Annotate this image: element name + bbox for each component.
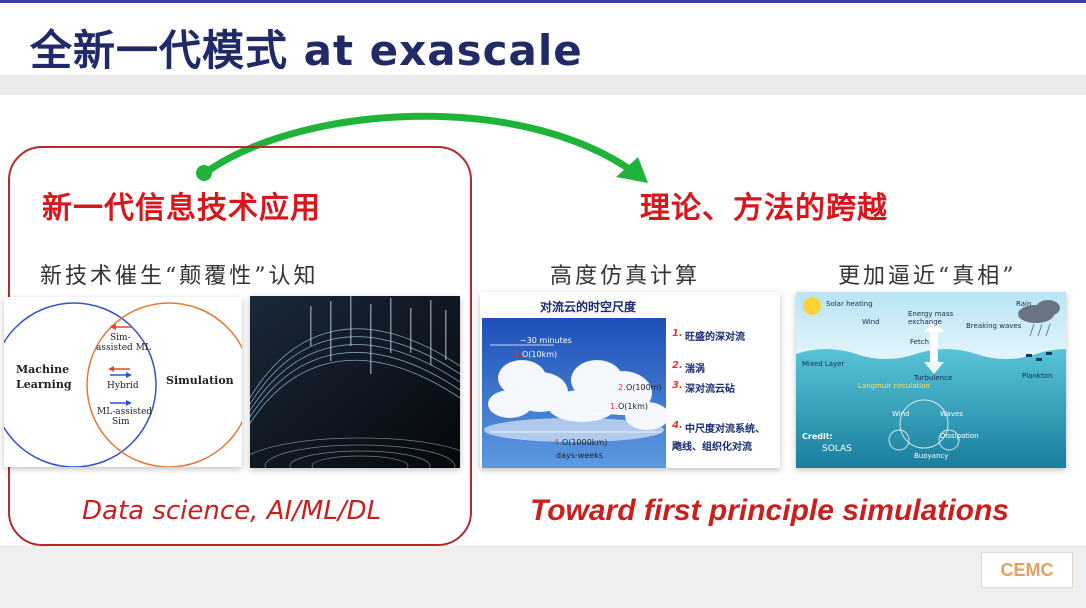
cemc-logo: CEMC: [981, 552, 1073, 588]
cloud-list-item-4a: 中尺度对流系统、: [685, 424, 765, 435]
convective-cloud-figure: 对流云的时空尺度: [480, 292, 780, 468]
ocean-wind-2: Wind: [892, 410, 910, 418]
left-subtitle: 新技术催生“颠覆性”认知: [40, 264, 319, 289]
ocean-wind: Wind: [862, 318, 880, 326]
cloud-list-item-4b: 飑线、组织化对流: [672, 442, 752, 453]
ocean-plankton: Plankton: [1022, 372, 1053, 380]
venn-sim-label: Simulation: [166, 374, 234, 387]
ocean-rain: Rain: [1016, 300, 1032, 308]
venn-ml-label-2: Learning: [16, 378, 72, 391]
ocean-energy: Energy mass exchange: [908, 310, 954, 326]
cloud-num-2: 2.: [618, 383, 626, 392]
ocean-processes-figure: Solar heating Wind Energy mass exchange …: [796, 292, 1066, 468]
venn-ml-label-1: Machine: [16, 363, 70, 376]
cloud-list-num-3: 3.: [672, 380, 683, 391]
right-subtitle-2: 更加逼近“真相”: [838, 264, 1017, 289]
venn-hybrid: Hybrid: [107, 381, 139, 391]
ocean-fetch: Fetch: [910, 338, 929, 346]
venn-sim-assisted-1: Sim-: [110, 333, 131, 343]
cloud-list-num-1: 1.: [672, 328, 683, 339]
cloud-list-item-1: 旺盛的深对流: [685, 332, 745, 343]
right-subtitle-1: 高度仿真计算: [550, 264, 701, 289]
venn-ml-assisted-1: ML-assisted: [97, 407, 153, 417]
venn-circles: [4, 302, 242, 467]
left-caption: Data science, AI/ML/DL: [82, 496, 382, 526]
ocean-langmuir: Langmuir circulation: [858, 382, 930, 390]
cloud-list-num-2: 2.: [672, 360, 683, 371]
ocean-waves: Waves: [940, 410, 963, 418]
ocean-buoyancy: Buoyancy: [914, 452, 949, 460]
cloud-o10km: O(10km): [522, 350, 558, 359]
green-arrow: [196, 112, 648, 183]
cloud-list-item-2: 湍涡: [685, 364, 705, 375]
ai-data-graphic: [250, 296, 460, 468]
cloud-o100m: O(100m): [626, 383, 662, 392]
venn-diagram: Machine Learning Simulation Sim- assiste…: [4, 297, 242, 467]
cloud-o1000km: O(1000km): [562, 438, 608, 447]
cloud-o1km: O(1km): [618, 402, 649, 411]
title-band: [0, 75, 1086, 95]
cloud-photo: [482, 318, 666, 468]
ocean-solar: Solar heating: [826, 300, 873, 308]
right-caption: Toward first principle simulations: [530, 494, 1009, 527]
ocean-solas: SOLAS: [822, 444, 852, 454]
cloud-days: days-weeks: [556, 451, 603, 460]
cloud-list-item-3: 深对流云砧: [685, 384, 735, 395]
left-heading: 新一代信息技术应用: [42, 191, 321, 226]
ocean-dissipation: Dissipation: [940, 432, 979, 440]
right-heading: 理论、方法的跨越: [640, 191, 888, 226]
cloud-list-num-4: 4.: [672, 420, 683, 431]
ai-data-image: [250, 296, 460, 468]
cloud-minutes: ~30 minutes: [520, 336, 572, 345]
ocean-turbulence: Turbulence: [914, 374, 953, 382]
cloud-num-3: 3.: [514, 350, 522, 359]
venn-ml-assisted-2: Sim: [112, 417, 130, 427]
ocean-breaking: Breaking waves: [966, 322, 1022, 330]
venn-sim-assisted-2: assisted ML: [96, 343, 151, 353]
bottom-band: [0, 545, 1086, 608]
slide-title: 全新一代模式 at exascale: [30, 26, 583, 75]
cloud-num-4: 4.: [554, 438, 562, 447]
title-bar: 全新一代模式 at exascale: [0, 0, 1086, 78]
cloud-figure-title: 对流云的时空尺度: [540, 300, 637, 314]
cloud-num-1: 1.: [610, 402, 618, 411]
ocean-mixed-layer: Mixed Layer: [802, 360, 845, 368]
ocean-illustration: [796, 292, 1066, 468]
ocean-credit: Credit:: [802, 432, 833, 441]
